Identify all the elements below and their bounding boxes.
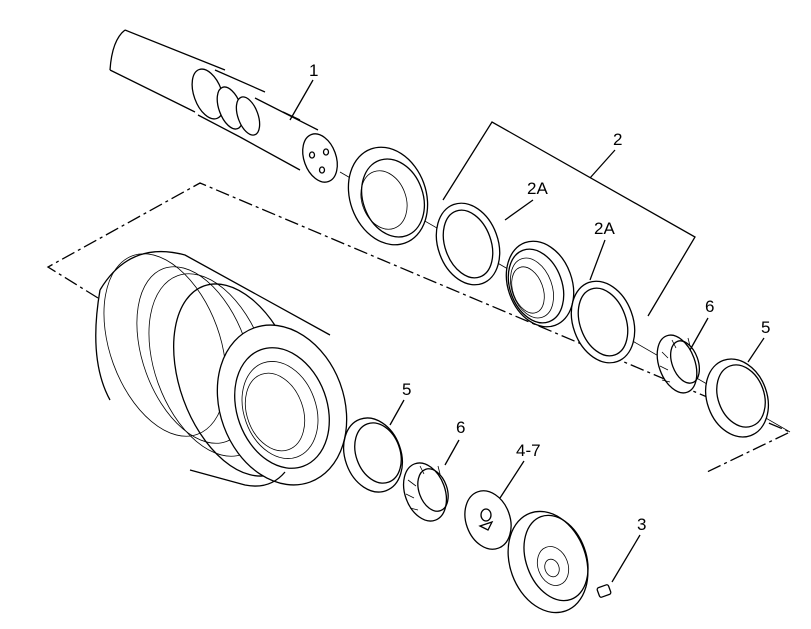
callout-4-7: 4-7	[516, 441, 541, 460]
leader-lines	[289, 79, 765, 583]
bearing-cup-left	[343, 417, 403, 493]
callout-5-right: 5	[761, 318, 770, 337]
shaft	[109, 29, 338, 183]
callout-6-left: 6	[456, 418, 465, 437]
callout-5-left: 5	[402, 380, 411, 399]
callout-3: 3	[637, 515, 646, 534]
bearing-cup-upper	[347, 146, 429, 246]
seal-assembly	[505, 240, 575, 328]
callout-labels: 1 2 2A 2A 6 5 5 6 4-7 3	[309, 61, 770, 534]
callout-6-right: 6	[705, 297, 714, 316]
thrust-washer	[464, 490, 512, 550]
roller-body	[95, 251, 348, 487]
callout-2a-lower: 2A	[594, 219, 615, 238]
bearing-cup-right	[705, 358, 769, 438]
callout-2: 2	[613, 130, 622, 149]
callout-1: 1	[309, 61, 318, 80]
seal-ring-lower	[570, 280, 636, 364]
callout-2a-upper: 2A	[527, 179, 548, 198]
drain-plug	[596, 584, 612, 598]
bearing-cone-left	[402, 462, 449, 522]
seal-group-bracket	[442, 121, 696, 317]
end-cover	[507, 510, 589, 614]
assembly-envelope	[46, 182, 792, 474]
bearing-cone-right	[656, 334, 700, 394]
seal-ring-upper	[435, 202, 501, 286]
